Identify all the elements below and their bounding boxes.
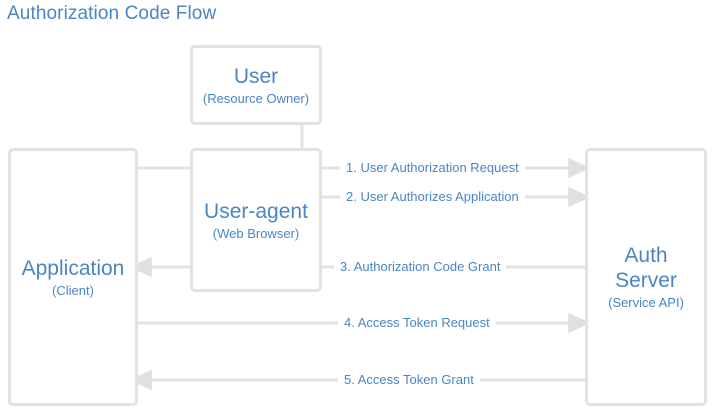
node-useragent-sub: (Web Browser)	[212, 225, 300, 241]
node-authserver[interactable]: Auth Server (Service API)	[585, 148, 707, 406]
node-user-sub: (Resource Owner)	[202, 90, 310, 106]
flow-label-3: 3. Authorization Code Grant	[334, 259, 507, 275]
node-useragent[interactable]: User-agent (Web Browser)	[190, 148, 322, 292]
node-authserver-sub: (Service API)	[608, 295, 684, 310]
flow-label-5: 5. Access Token Grant	[338, 372, 480, 388]
node-user[interactable]: User (Resource Owner)	[190, 45, 322, 125]
flow-label-4: 4. Access Token Request	[338, 315, 496, 331]
node-user-name: User	[233, 64, 279, 88]
node-application-sub: (Client)	[52, 282, 94, 298]
page-title: Authorization Code Flow	[7, 3, 217, 24]
flow-label-2: 2. User Authorizes Application	[340, 189, 525, 205]
node-authserver-name: Auth Server	[615, 244, 677, 292]
node-application[interactable]: Application (Client)	[8, 148, 138, 406]
node-application-name: Application	[21, 256, 125, 280]
flow-label-1: 1. User Authorization Request	[340, 160, 525, 176]
node-useragent-name: User-agent	[204, 199, 308, 223]
